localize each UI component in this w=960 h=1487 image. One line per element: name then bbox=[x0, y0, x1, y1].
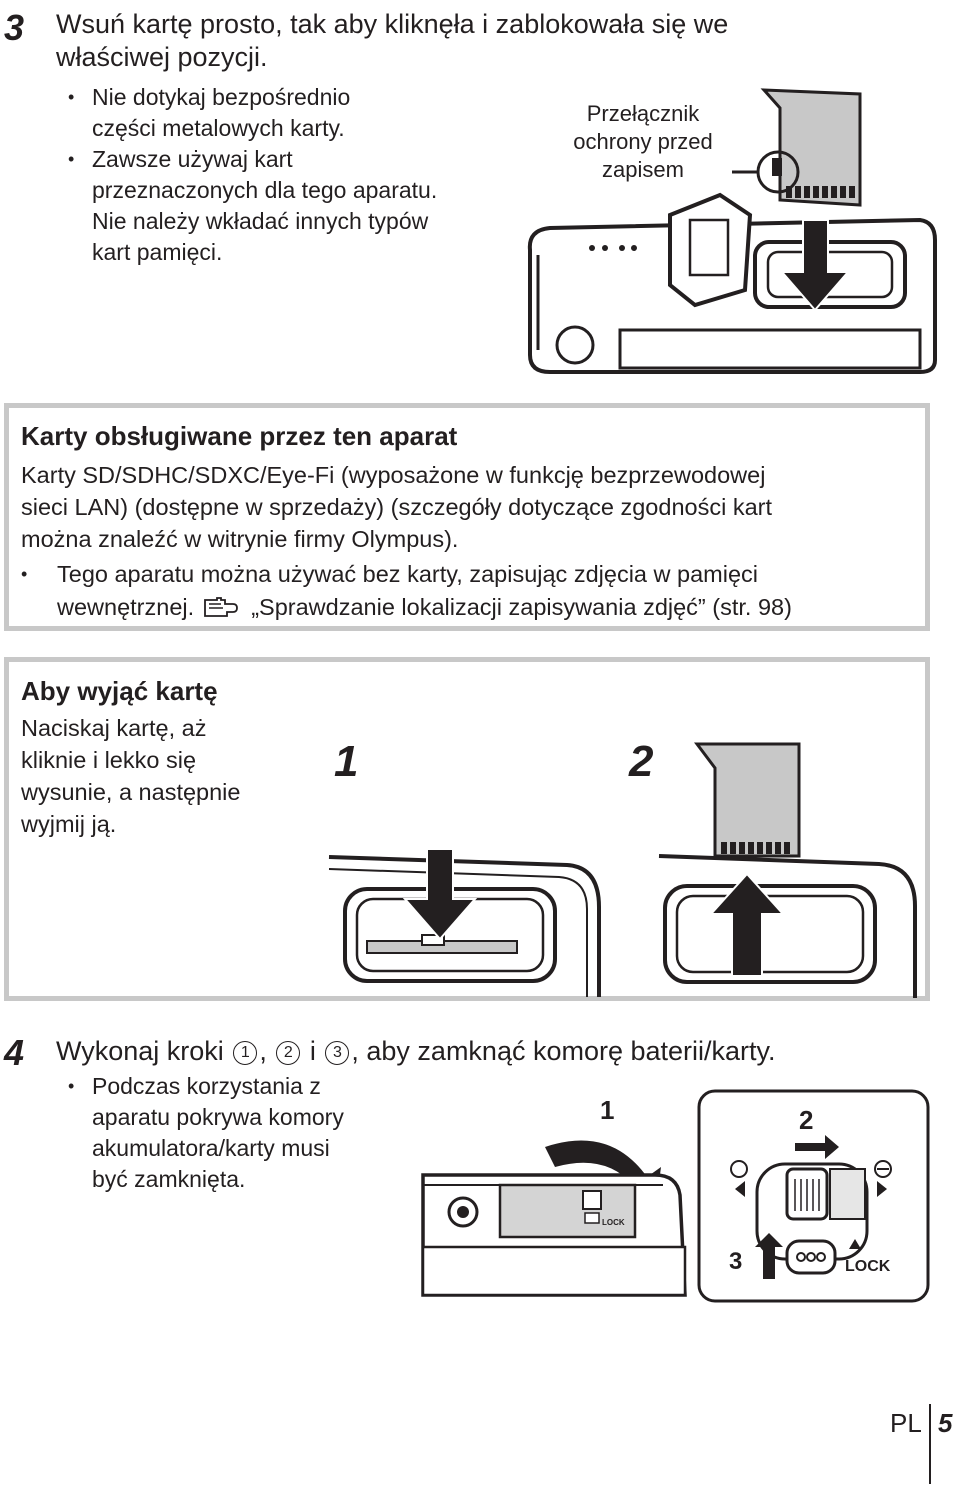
callout-line2: ochrony przed bbox=[573, 129, 713, 154]
press-arrow-down-icon bbox=[402, 848, 478, 941]
callout-line3: zapisem bbox=[602, 157, 684, 182]
lock-detail-illustration: 2 3 LOCK bbox=[697, 1089, 930, 1303]
remove-figure-label-1: 1 bbox=[334, 737, 359, 786]
left-triangle-icon bbox=[735, 1181, 745, 1197]
supported-bullet-line2: wewnętrznej. „Sprawdzanie lokalizacji za… bbox=[57, 591, 960, 624]
step4-separator-comma: , bbox=[259, 1036, 267, 1066]
small-lock-label: LOCK bbox=[602, 1218, 625, 1227]
remove-line4: wyjmij ją. bbox=[21, 811, 117, 837]
remove-figure-label-2: 2 bbox=[629, 737, 654, 786]
supported-cards-box: Karty obsługiwane przez ten aparat Karty… bbox=[4, 403, 930, 631]
supported-body-line2: sieci LAN) (dostępne w sprzedaży) (szcze… bbox=[21, 494, 773, 520]
step3-bullet-2-line4: kart pamięci. bbox=[92, 239, 223, 265]
step4-circled-2: 2 bbox=[276, 1041, 301, 1065]
remove-card-box: Aby wyjąć kartę Naciskaj kartę, aż klikn… bbox=[4, 657, 930, 1001]
supported-cards-bullet: Tego aparatu można używać bez karty, zap… bbox=[9, 558, 960, 624]
closed-lid bbox=[498, 1183, 637, 1239]
footer-page-number: 5 bbox=[938, 1408, 953, 1438]
eject-arrow-up-icon bbox=[708, 872, 786, 977]
remove-card-title: Aby wyjąć kartę bbox=[21, 676, 218, 706]
right-triangle-icon bbox=[877, 1181, 887, 1197]
remove-line3: wysunie, a następnie bbox=[21, 779, 241, 805]
supported-cards-body: Karty SD/SDHC/SDXC/Eye-Fi (wyposażone w … bbox=[21, 458, 921, 556]
detail-step-label-2: 2 bbox=[799, 1105, 813, 1135]
callout-line1: Przełącznik bbox=[586, 101, 700, 126]
step3-bullet-2: Zawsze używaj kart przeznaczonych dla te… bbox=[56, 144, 516, 268]
step4-heading: Wykonaj kroki 1, 2 i 3, aby zamknąć komo… bbox=[56, 1035, 776, 1068]
eject-card-illustration bbox=[658, 742, 917, 998]
sd-card-icon bbox=[760, 88, 862, 207]
lock-symbol-icon bbox=[874, 1160, 892, 1178]
step3-heading: Wsuń kartę prosto, tak aby kliknęła i za… bbox=[56, 8, 728, 74]
lock-up-triangle-icon bbox=[849, 1239, 861, 1249]
step3-bullet-2-line2: przeznaczonych dla tego aparatu. bbox=[92, 177, 438, 203]
card-insertion-illustration bbox=[527, 88, 937, 374]
step3-bullet-1-line2: części metalowych karty. bbox=[92, 115, 345, 141]
step3-bullet-2-line3: Nie należy wkładać innych typów bbox=[92, 208, 429, 234]
supported-body-line1: Karty SD/SDHC/SDXC/Eye-Fi (wyposażone w … bbox=[21, 462, 766, 488]
step3-bullet-2-line1: Zawsze używaj kart bbox=[92, 146, 293, 172]
supported-body-line3: można znaleźć w witrynie firmy Olympus). bbox=[21, 526, 459, 552]
supported-bullet-line1: Tego aparatu można używać bez karty, zap… bbox=[57, 561, 758, 587]
step4-bullet: Podczas korzystania z aparatu pokrywa ko… bbox=[56, 1071, 452, 1195]
step4-heading-suffix: , aby zamknąć komorę baterii/karty. bbox=[351, 1036, 776, 1066]
push-up-arrow-icon bbox=[755, 1233, 783, 1279]
remove-line2: kliknie i lekko się bbox=[21, 747, 197, 773]
step4-bullet-line3: akumulatora/karty musi bbox=[92, 1135, 330, 1161]
step3-heading-line1: Wsuń kartę prosto, tak aby kliknęła i za… bbox=[56, 9, 729, 39]
step4-bullet-line1: Podczas korzystania z bbox=[92, 1073, 321, 1099]
lock-button bbox=[785, 1239, 837, 1275]
step-number-4: 4 bbox=[4, 1032, 25, 1073]
press-card-illustration bbox=[328, 848, 601, 997]
compartment-lid bbox=[668, 192, 753, 308]
remove-line1: Naciskaj kartę, aż bbox=[21, 715, 207, 741]
step3-bullet-list: Nie dotykaj bezpośrednio części metalowy… bbox=[56, 82, 516, 268]
detail-step-label-3: 3 bbox=[729, 1248, 742, 1275]
footer-divider bbox=[929, 1404, 931, 1484]
footer-language: PL bbox=[890, 1408, 922, 1438]
supported-bullet-reference[interactable]: „Sprawdzanie lokalizacji zapisywania zdj… bbox=[251, 594, 792, 620]
step3-bullet-1: Nie dotykaj bezpośrednio części metalowy… bbox=[56, 82, 516, 144]
step4-circled-3: 3 bbox=[325, 1041, 350, 1065]
step4-heading-prefix: Wykonaj kroki bbox=[56, 1036, 224, 1066]
unlock-symbol-icon bbox=[730, 1160, 748, 1178]
camera-dial bbox=[555, 325, 595, 365]
step4-bullet-line2: aparatu pokrywa komory bbox=[92, 1104, 344, 1130]
sd-card-contacts bbox=[786, 186, 855, 198]
insert-arrow-down-icon bbox=[779, 219, 851, 312]
step3-bullet-1-line1: Nie dotykaj bezpośrednio bbox=[92, 84, 351, 110]
ejected-sd-card-icon bbox=[694, 742, 801, 858]
write-protect-callout: Przełącznik ochrony przed zapisem bbox=[548, 100, 738, 184]
close-step-label-1: 1 bbox=[600, 1095, 614, 1125]
step4-separator-and: i bbox=[309, 1036, 316, 1066]
step-number-3: 3 bbox=[4, 7, 25, 48]
close-lid-illustration: 1 LOCK bbox=[421, 1095, 687, 1297]
remove-card-text: Naciskaj kartę, aż kliknie i lekko się w… bbox=[21, 712, 240, 840]
step4-circled-1: 1 bbox=[233, 1041, 258, 1065]
lock-label: LOCK bbox=[845, 1258, 891, 1275]
supported-bullet-prefix: wewnętrznej. bbox=[57, 594, 195, 620]
slide-right-arrow-icon bbox=[795, 1135, 839, 1159]
reference-hand-icon bbox=[203, 597, 238, 617]
supported-cards-title: Karty obsługiwane przez ten aparat bbox=[21, 421, 458, 451]
step3-heading-line2: właściwej pozycji. bbox=[56, 42, 268, 72]
camera-bottom-panel bbox=[618, 328, 922, 370]
step4-bullet-line4: być zamknięta. bbox=[92, 1166, 246, 1192]
